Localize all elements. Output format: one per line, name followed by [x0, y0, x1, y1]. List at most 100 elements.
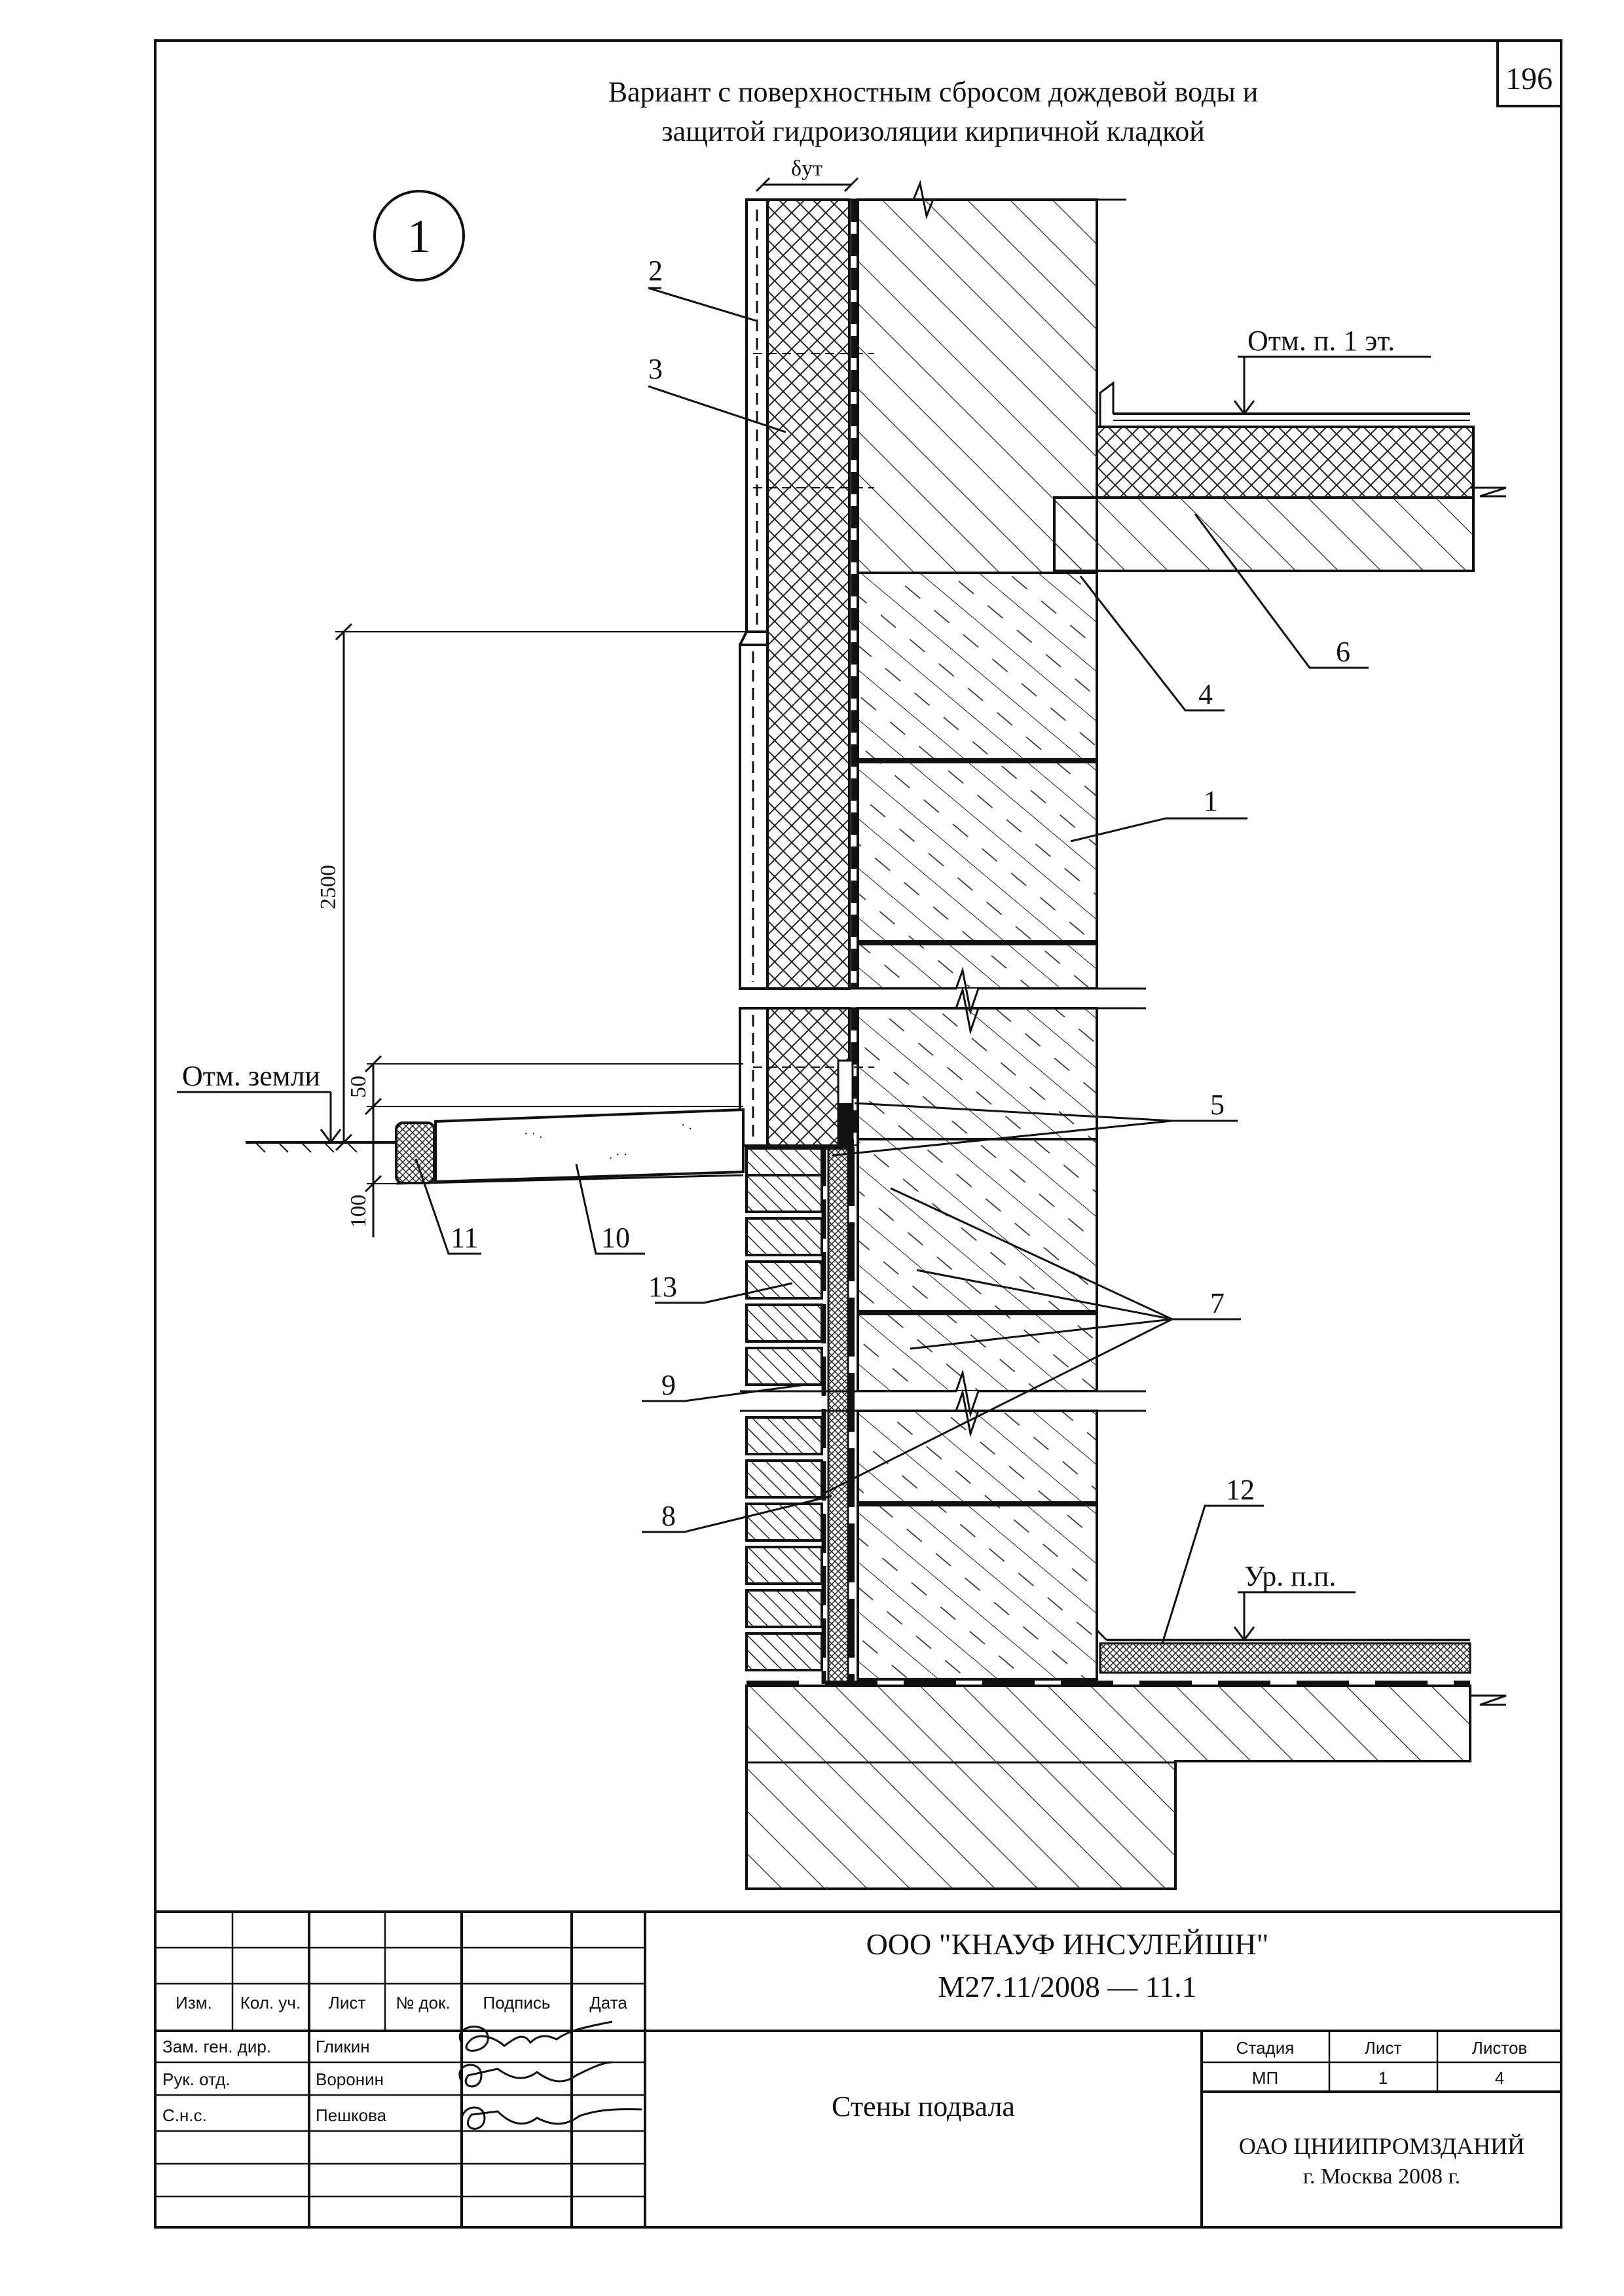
header-rev: Изм. — [175, 1993, 212, 2013]
role-senior: С.н.с. — [162, 2105, 207, 2125]
name-peshkova: Пешкова — [316, 2105, 387, 2125]
concrete-blind-area — [434, 1108, 745, 1184]
break-line — [1470, 1694, 1507, 1706]
level-basement-floor: Ур. п.п. — [1244, 1560, 1336, 1592]
signature-peshkova — [460, 2106, 642, 2130]
wall-block — [857, 1311, 1098, 1393]
dim-tick — [843, 177, 859, 192]
wall-block — [857, 758, 1098, 943]
callout-5: 5 — [1210, 1089, 1225, 1121]
break-gap — [740, 989, 1146, 1008]
brick-course — [745, 1146, 823, 1176]
dim-50: 50 — [346, 1076, 371, 1098]
callout-7: 7 — [1210, 1287, 1225, 1319]
role-deputy: Зам. ген. дир. — [162, 2037, 271, 2056]
ground-tick — [323, 1142, 335, 1153]
dim-tick — [364, 1055, 382, 1073]
brick-course — [745, 1503, 823, 1542]
dim-tick — [335, 1133, 353, 1152]
header-qty: Кол. уч. — [240, 1993, 301, 2013]
wall-block — [857, 1410, 1098, 1504]
brick-course — [745, 1217, 823, 1256]
brick-course — [745, 1347, 823, 1386]
callout-2: 2 — [648, 255, 663, 287]
header-sheet: Лист — [329, 1993, 366, 2013]
break-line — [740, 1369, 1146, 1418]
detail-marker — [373, 190, 465, 282]
organization-name: ОАО ЦНИИПРОМЗДАНИЙ — [1239, 2133, 1524, 2159]
leaders — [415, 287, 1369, 1644]
role-head: Рук. отд. — [162, 2069, 231, 2089]
callout-1: 1 — [1204, 785, 1218, 817]
break-line — [1470, 486, 1507, 498]
header-date: Дата — [589, 1993, 627, 2013]
name-voronin: Воронин — [316, 2069, 384, 2089]
foundation-slab — [745, 1685, 1471, 1890]
dim-tick — [364, 1097, 382, 1116]
stage-label: Стадия — [1236, 2038, 1295, 2058]
gravel-dot: · · . — [524, 1127, 542, 1141]
title-line-2: защитой гидроизоляции кирпичной кладкой — [661, 115, 1205, 147]
break-gap — [740, 1391, 1146, 1411]
callout-11: 11 — [451, 1222, 478, 1254]
sheet-label: Лист — [1365, 2038, 1402, 2058]
dim-tick — [364, 1175, 382, 1193]
sheets-value: 4 — [1495, 2068, 1504, 2088]
brick-course — [745, 1589, 823, 1628]
level-ground: Отм. земли — [182, 1060, 320, 1092]
wall-block — [857, 1501, 1098, 1681]
wall-block — [857, 1007, 1098, 1140]
sheet-number-box — [1496, 39, 1562, 107]
basement-floor-screed — [1099, 1642, 1471, 1674]
dim-2500: 2500 — [316, 865, 341, 909]
brick-course — [745, 1546, 823, 1585]
dim-insulation-thickness: δут — [791, 156, 822, 181]
drawing-title: Стены подвала — [832, 2090, 1015, 2123]
brick-course — [745, 1459, 823, 1499]
break-line — [845, 179, 1126, 220]
level-arrow — [320, 1129, 342, 1144]
dim-tick — [755, 177, 771, 192]
gravel-base — [396, 1174, 744, 1185]
sheet-frame — [154, 39, 1562, 2229]
floor-edge — [1099, 381, 1115, 427]
gravel-dot: · . — [681, 1118, 692, 1133]
callout-9: 9 — [661, 1369, 676, 1401]
seal-profile — [838, 1103, 853, 1147]
floor-insulation — [1096, 426, 1475, 499]
title-block — [155, 1910, 1561, 2227]
brick-course — [745, 1303, 823, 1343]
signature-voronin — [458, 2061, 613, 2088]
detail-number: 1 — [407, 210, 431, 263]
ground-tick — [278, 1142, 289, 1153]
callout-3: 3 — [648, 353, 663, 385]
level-arrow — [1233, 1626, 1255, 1642]
dim-tick — [335, 623, 353, 641]
ground-tick — [255, 1142, 266, 1153]
break-line — [740, 966, 1146, 1015]
ground-tick — [301, 1142, 312, 1153]
level-first-floor: Отм. п. 1 эт. — [1247, 325, 1395, 357]
callout-10: 10 — [601, 1222, 630, 1254]
signature-glikin — [458, 2020, 613, 2052]
sheet-value: 1 — [1378, 2068, 1388, 2088]
floor-edge — [1096, 1629, 1108, 1641]
ground-tick — [346, 1142, 358, 1153]
dim-100: 100 — [346, 1195, 371, 1228]
wall-block — [857, 940, 1098, 990]
wall-block — [857, 572, 1098, 761]
callout-6: 6 — [1336, 636, 1350, 668]
curb-stone — [395, 1121, 435, 1184]
callout-8: 8 — [661, 1500, 676, 1532]
gravel-dot: . · · — [609, 1148, 627, 1162]
organization-city: г. Москва 2008 г. — [1303, 2164, 1460, 2189]
callout-12: 12 — [1226, 1474, 1255, 1506]
company-name: ООО "КНАУФ ИНСУЛЕЙШН" — [866, 1927, 1269, 1961]
insulation — [766, 198, 851, 990]
name-glikin: Гликин — [316, 2037, 370, 2056]
stage-value: МП — [1252, 2068, 1278, 2088]
document-code: М27.11/2008 — 11.1 — [938, 1970, 1196, 2003]
sheets-label: Листов — [1472, 2038, 1527, 2058]
header-doc: № док. — [396, 1993, 450, 2013]
